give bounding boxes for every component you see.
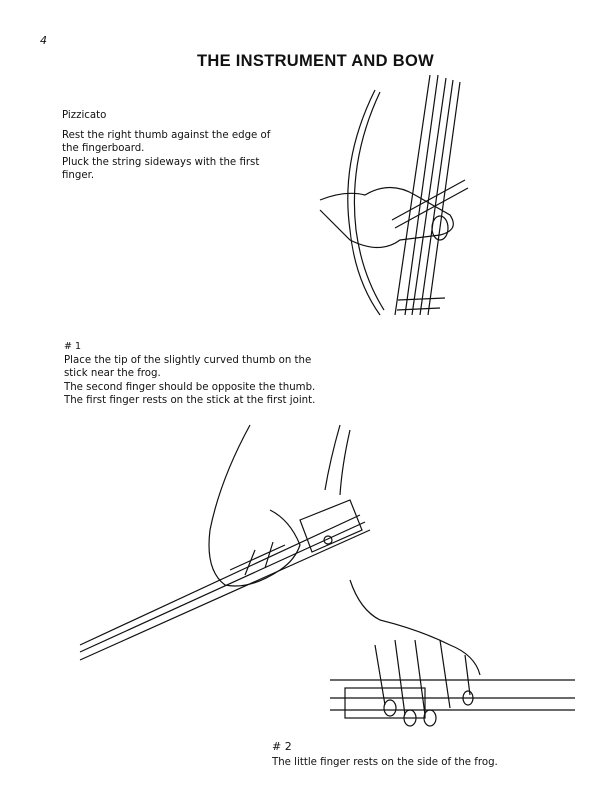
- step2-label: # 2: [272, 740, 292, 753]
- text-line: the fingerboard.: [62, 143, 145, 154]
- step1-label: # 1: [64, 341, 82, 352]
- text-line: stick near the frog.: [64, 368, 161, 379]
- text-line: The second finger should be opposite the…: [64, 381, 316, 393]
- text-line: Rest the right thumb against the edge of: [62, 129, 271, 141]
- text-line: finger.: [62, 170, 95, 181]
- bow-hold-1-illustration: [79, 424, 371, 661]
- pizzicato-section: Pizzicato Rest the right thumb against t…: [62, 109, 270, 183]
- text-line: The little finger rests on the side of t…: [272, 756, 498, 768]
- pizzicato-heading: Pizzicato: [62, 110, 107, 121]
- bow-hold-2-illustration: [330, 579, 575, 727]
- text-line: The first finger rests on the stick at t…: [64, 395, 316, 406]
- text-line: Pluck the string sideways with the first: [62, 156, 260, 168]
- page-number: 4: [40, 34, 47, 47]
- step2-section: # 2 The little finger rests on the side …: [272, 740, 498, 769]
- step1-section: # 1 Place the tip of the slightly curved…: [64, 340, 315, 408]
- page-title: THE INSTRUMENT AND BOW: [197, 52, 434, 70]
- text-line: Place the tip of the slightly curved thu…: [64, 354, 312, 366]
- pizzicato-illustration: [319, 74, 469, 316]
